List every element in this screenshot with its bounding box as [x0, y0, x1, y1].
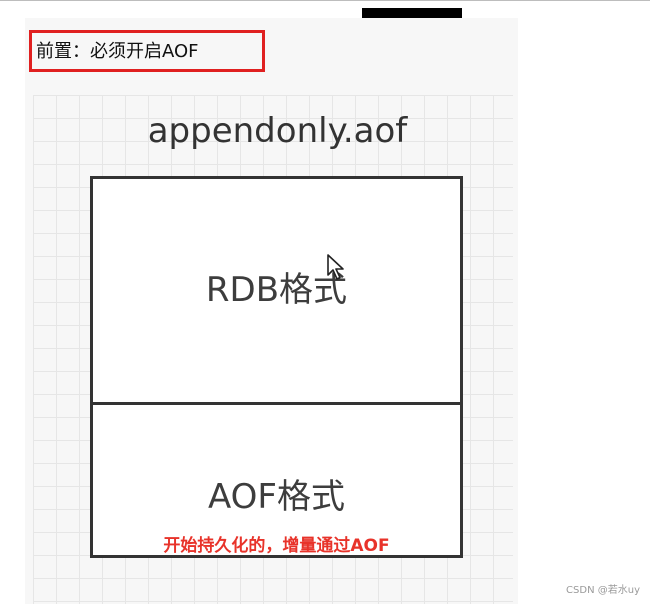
redaction-bar: [362, 8, 462, 18]
aof-section-label: AOF格式: [208, 477, 345, 517]
prerequisite-note: 前置：必须开启AOF: [36, 41, 199, 62]
aof-section-note: 开始持久化的，增量通过AOF: [163, 536, 390, 556]
top-border: [0, 0, 650, 1]
rdb-section-label: RDB格式: [205, 270, 348, 310]
watermark: CSDN @若水uy: [566, 585, 640, 596]
mouse-pointer-icon: [327, 254, 344, 280]
section-divider: [90, 402, 463, 405]
file-name-label: appendonly.aof: [147, 111, 408, 151]
prerequisite-highlight-box: [29, 30, 265, 72]
aof-file-box: [90, 176, 463, 558]
